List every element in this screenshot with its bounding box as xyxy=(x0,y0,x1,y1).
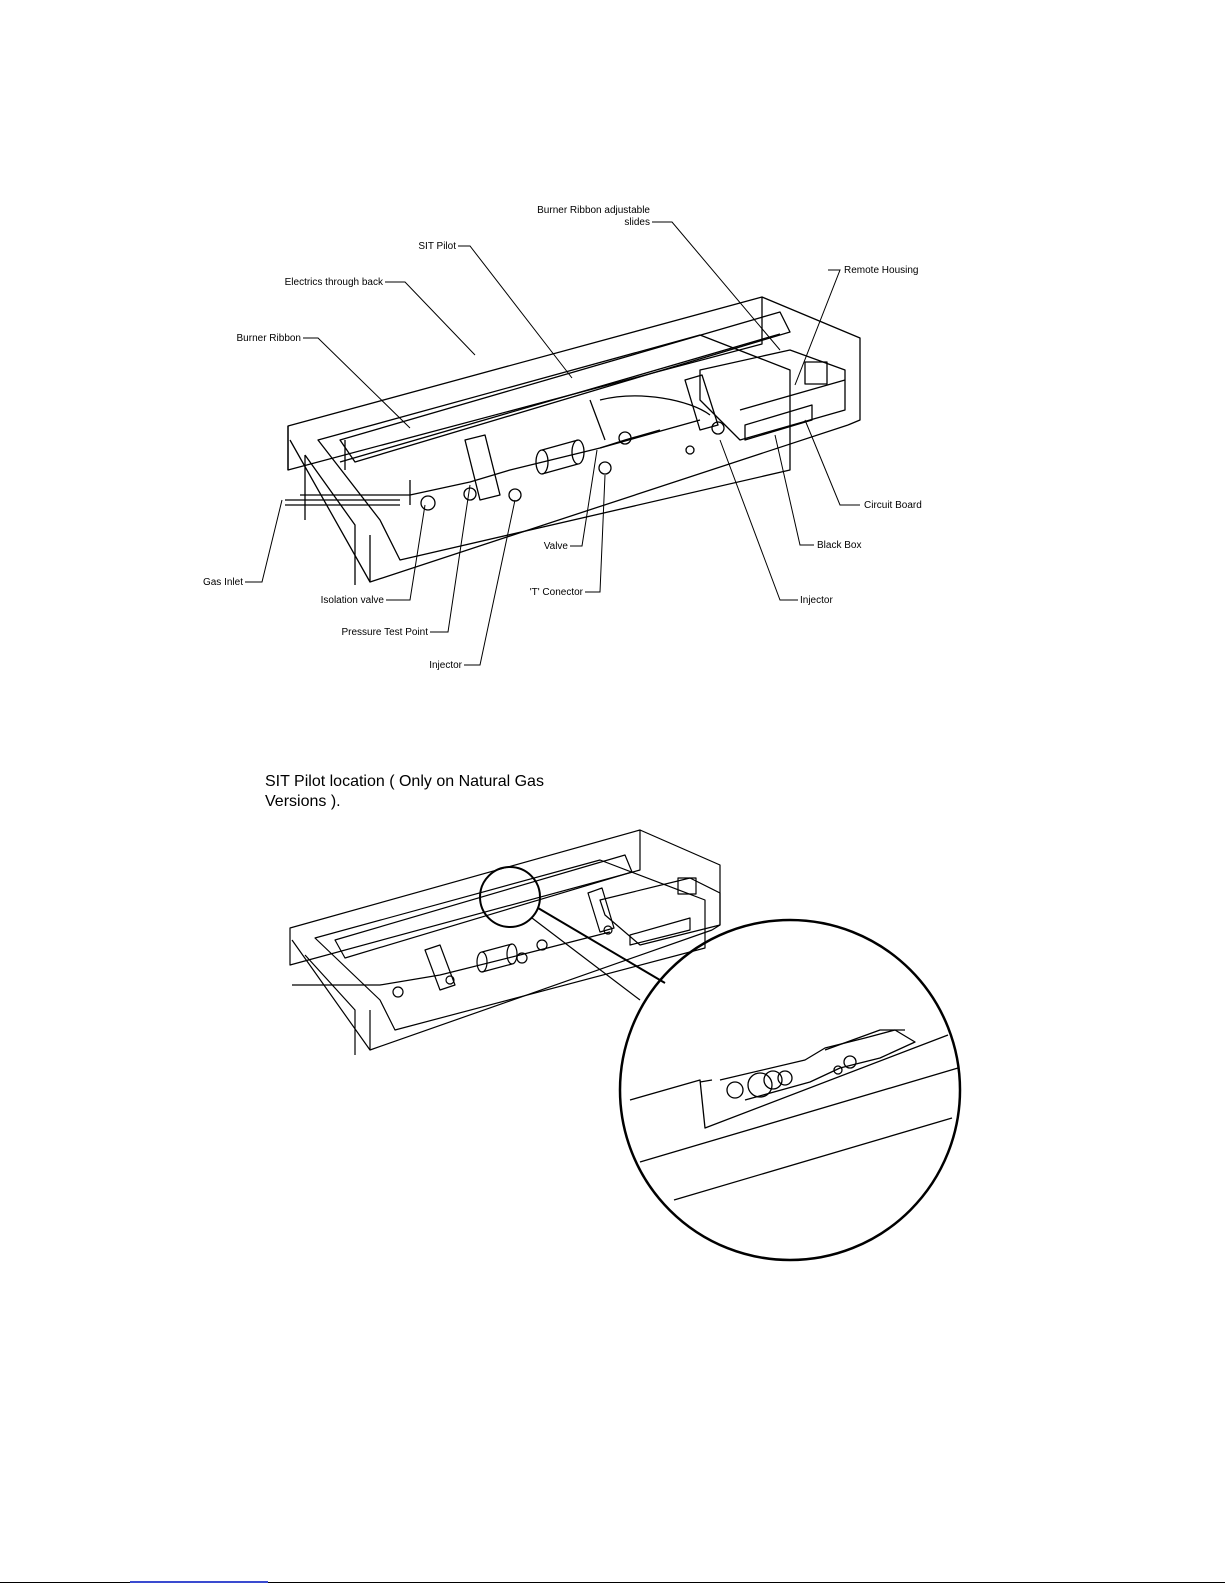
label-sit-pilot: SIT Pilot xyxy=(418,241,456,252)
label-pressure-test-point: Pressure Test Point xyxy=(341,627,428,638)
label-injector-left: Injector xyxy=(429,660,462,671)
footer-link-underline xyxy=(130,1581,268,1583)
label-valve: Valve xyxy=(544,541,569,552)
label-electrics-through-back: Electrics through back xyxy=(285,277,384,288)
label-t-connector: 'T' Conector xyxy=(530,587,584,598)
label-isolation-valve: Isolation valve xyxy=(321,595,385,606)
label-injector-right: Injector xyxy=(800,595,833,606)
label-slides-line2: slides xyxy=(624,217,650,228)
label-gas-inlet: Gas Inlet xyxy=(203,577,243,588)
label-black-box: Black Box xyxy=(817,540,861,551)
burner-assembly-overview xyxy=(290,830,720,1055)
sit-pilot-magnified-view xyxy=(620,920,960,1260)
sit-pilot-location-diagram xyxy=(0,780,1225,1560)
label-remote-housing: Remote Housing xyxy=(844,265,918,276)
burner-assembly-drawing xyxy=(285,297,860,585)
burner-assembly-diagram: Burner Ribbon adjustable slides SIT Pilo… xyxy=(0,0,1225,720)
label-slides-line1: Burner Ribbon adjustable xyxy=(537,205,650,216)
label-burner-ribbon: Burner Ribbon xyxy=(237,333,301,344)
label-circuit-board: Circuit Board xyxy=(864,500,922,511)
